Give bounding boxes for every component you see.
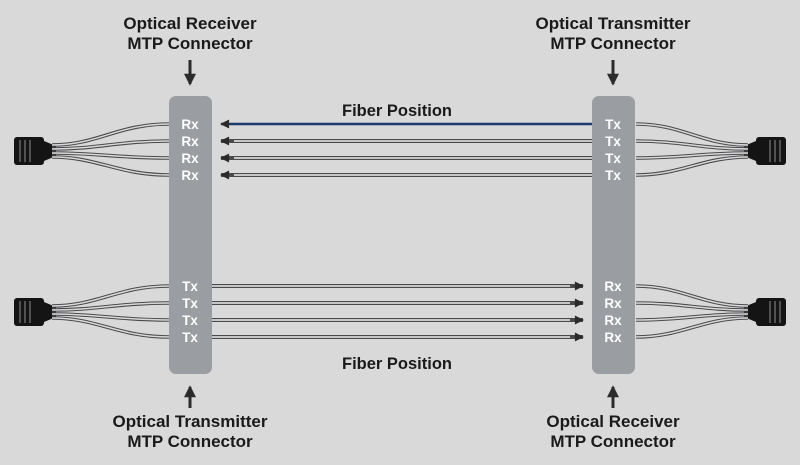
port-label: Tx (182, 313, 198, 328)
port-label: Rx (604, 296, 622, 311)
port-label: Rx (181, 134, 199, 149)
port-label: Tx (605, 117, 621, 132)
port-label: Rx (604, 279, 622, 294)
label-top-right-line1: Optical Transmitter (536, 14, 691, 33)
port-label: Tx (182, 330, 198, 345)
port-label: Rx (604, 313, 622, 328)
port-label: Rx (604, 330, 622, 345)
right-mtp-connector: Tx Tx Tx Tx Rx Rx Rx Rx (592, 96, 635, 374)
label-bottom-left-line2: MTP Connector (127, 432, 253, 451)
label-top-left-line2: MTP Connector (127, 34, 253, 53)
port-label: Tx (605, 151, 621, 166)
top-trunk-fibers (220, 119, 592, 180)
fiber-position-bottom-label: Fiber Position (342, 355, 452, 373)
label-bottom-right-line1: Optical Receiver (546, 412, 680, 431)
port-label: Rx (181, 151, 199, 166)
port-label: Tx (182, 279, 198, 294)
port-label: Tx (605, 168, 621, 183)
left-bottom-fanout-fibers (51, 284, 170, 339)
label-bottom-right-line2: MTP Connector (550, 432, 676, 451)
port-label: Rx (181, 117, 199, 132)
bottom-trunk-fibers (212, 281, 584, 342)
fiber-position-top-label: Fiber Position (342, 102, 452, 120)
right-bottom-fanout-fibers (635, 284, 749, 339)
left-top-fanout-fibers (51, 122, 170, 177)
label-top-left: Optical Receiver MTP Connector (123, 14, 257, 86)
port-label: Tx (605, 134, 621, 149)
left-connector-body (169, 96, 212, 374)
port-label: Rx (181, 168, 199, 183)
label-top-left-line1: Optical Receiver (123, 14, 257, 33)
right-connector-body (592, 96, 635, 374)
left-mtp-connector: Rx Rx Rx Rx Tx Tx Tx Tx (169, 96, 212, 374)
label-bottom-right: Optical Receiver MTP Connector (546, 385, 680, 451)
port-label: Tx (182, 296, 198, 311)
label-bottom-left-line1: Optical Transmitter (113, 412, 268, 431)
right-top-fanout-fibers (635, 122, 749, 177)
label-top-right: Optical Transmitter MTP Connector (536, 14, 691, 86)
label-top-right-line2: MTP Connector (550, 34, 676, 53)
label-bottom-left: Optical Transmitter MTP Connector (113, 385, 268, 451)
